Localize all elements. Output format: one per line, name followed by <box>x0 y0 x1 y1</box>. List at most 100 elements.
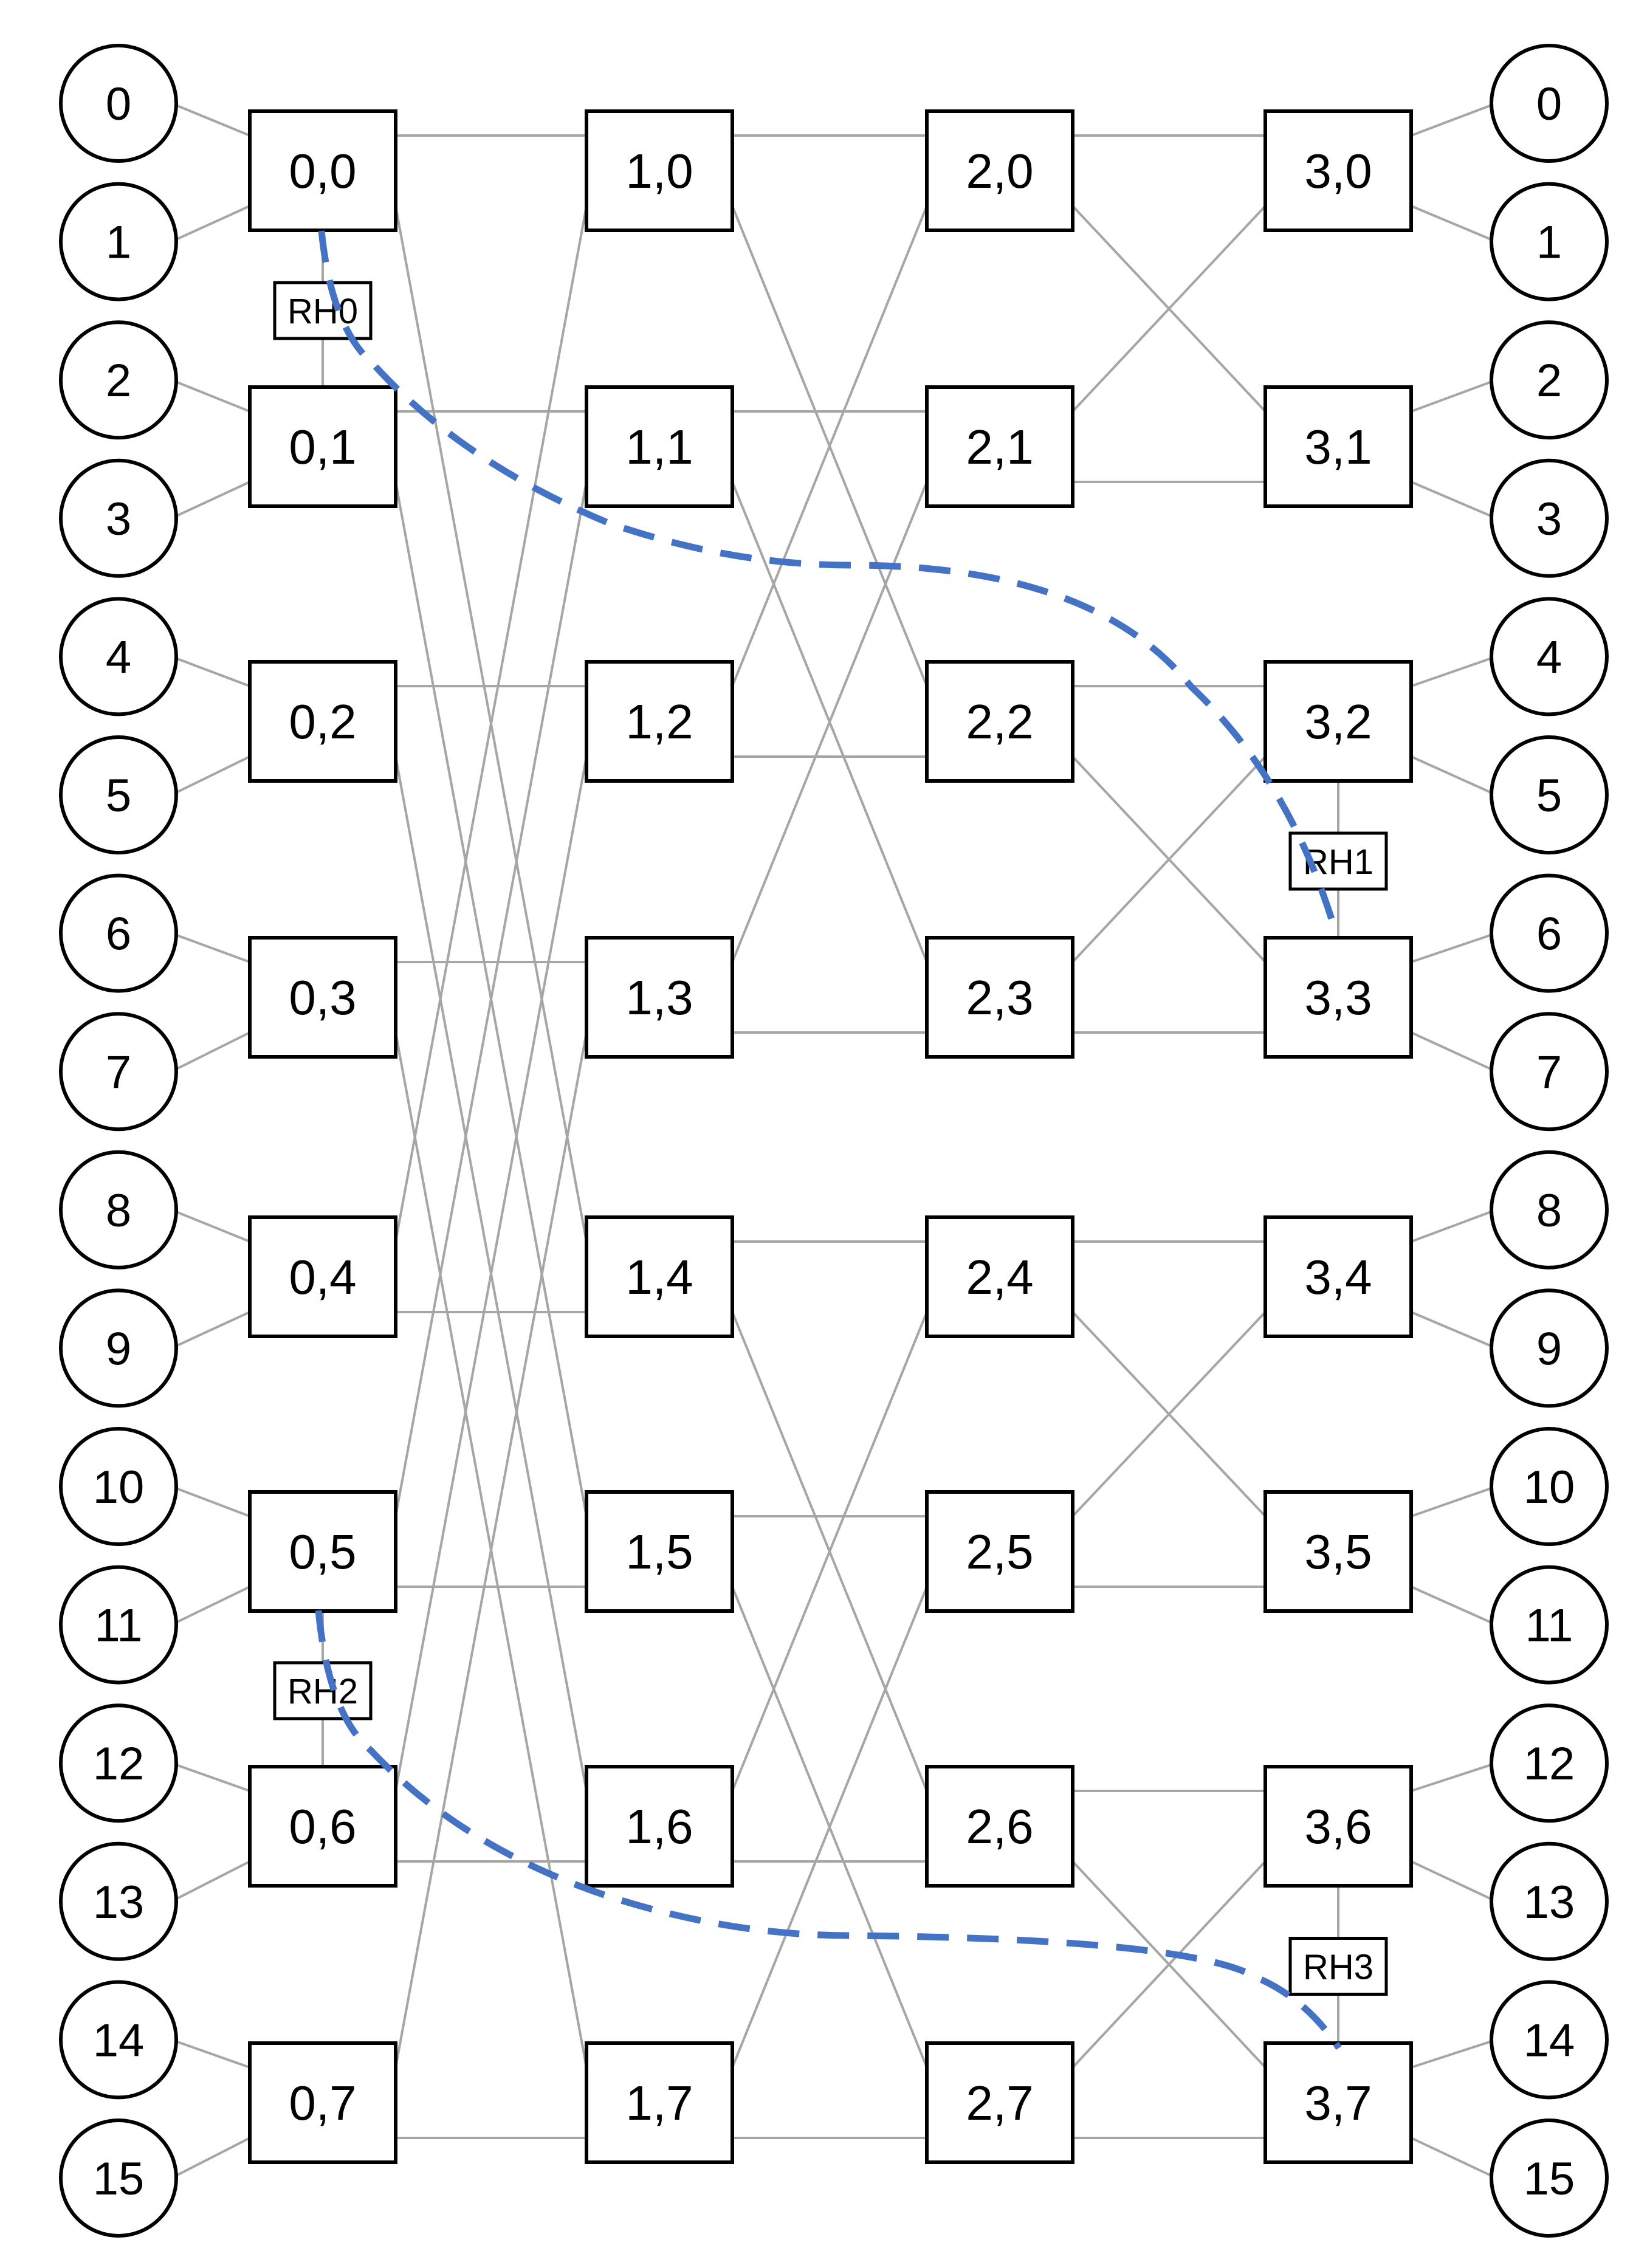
input-node-circle <box>59 735 178 854</box>
stage-link <box>1071 1860 1267 2069</box>
switch-node: 2,0 <box>925 109 1074 232</box>
input-node-label: 11 <box>95 1600 143 1652</box>
input-node-circle <box>59 1980 178 2100</box>
switch-node: 1,1 <box>585 385 734 508</box>
switch-label: 3,6 <box>1304 1799 1372 1854</box>
input-link <box>171 1031 250 1073</box>
output-link <box>1411 1311 1497 1350</box>
output-node: 12 <box>1490 1703 1609 1823</box>
switch-label: 3,7 <box>1304 2076 1372 2130</box>
switch-box <box>248 936 397 1059</box>
switch-node: 0,7 <box>248 2041 397 2164</box>
input-node-circle <box>59 597 178 716</box>
output-node: 1 <box>1490 182 1609 301</box>
switch-label: 1,0 <box>625 144 693 198</box>
switch-node: 2,4 <box>925 1215 1074 1338</box>
output-node-circle <box>1490 1288 1609 1408</box>
input-node: 14 <box>59 1980 178 2100</box>
output-node-circle <box>1490 1150 1609 1270</box>
input-link <box>171 655 250 687</box>
relay-hop: RH2 <box>273 1661 373 1720</box>
output-node: 8 <box>1490 1150 1609 1270</box>
switch-node: 1,3 <box>585 936 734 1059</box>
switch-label: 3,5 <box>1304 1525 1372 1579</box>
input-link <box>171 102 250 137</box>
output-node-label: 11 <box>1525 1600 1573 1652</box>
switch-label: 0,5 <box>289 1525 356 1579</box>
output-link <box>1411 379 1497 413</box>
input-node-circle <box>59 1841 178 1961</box>
output-node-label: 10 <box>1524 1462 1575 1513</box>
stage-link <box>394 205 588 1242</box>
input-node: 10 <box>59 1427 178 1546</box>
switch-label: 1,5 <box>625 1525 693 1579</box>
input-node-circle <box>59 1012 178 1132</box>
output-node-circle <box>1490 1841 1609 1961</box>
output-node: 3 <box>1490 458 1609 578</box>
relay-hop-label: RH2 <box>287 1672 358 1711</box>
input-link <box>171 1485 250 1517</box>
route-layer <box>315 230 1342 2050</box>
switch-node: 1,6 <box>585 1765 734 1888</box>
stage-link <box>731 1586 928 2068</box>
switch-node: 1,2 <box>585 660 734 783</box>
switch-node: 0,0 <box>248 109 397 232</box>
switch-node: 0,2 <box>248 660 397 783</box>
relay-hop: RH0 <box>273 281 373 340</box>
input-link <box>171 2038 250 2069</box>
output-link <box>1411 102 1497 137</box>
output-node-label: 2 <box>1536 355 1562 407</box>
switch-box <box>925 1490 1074 1613</box>
switch-label: 2,6 <box>966 1799 1033 1854</box>
switch-label: 0,6 <box>289 1799 356 1854</box>
switch-box <box>1263 1215 1413 1338</box>
switch-layer: 0,00,10,20,30,40,50,60,71,01,11,21,31,41… <box>248 109 1413 2164</box>
switch-box <box>1263 1765 1413 1888</box>
output-node-circle <box>1490 1012 1609 1132</box>
input-node-circle <box>59 320 178 440</box>
switch-label: 2,4 <box>966 1250 1033 1304</box>
input-node-circle <box>59 1427 178 1546</box>
output-node-circle <box>1490 1565 1609 1685</box>
switch-label: 3,1 <box>1304 420 1372 474</box>
output-node-label: 7 <box>1536 1046 1562 1098</box>
switch-node: 3,3 <box>1263 936 1413 1059</box>
switch-label: 3,4 <box>1304 1250 1372 1304</box>
input-node: 5 <box>59 735 178 854</box>
switch-box <box>585 2041 734 2164</box>
switch-node: 3,7 <box>1263 2041 1413 2164</box>
switch-label: 3,0 <box>1304 144 1372 198</box>
output-node: 15 <box>1490 2119 1609 2238</box>
switch-label: 1,3 <box>625 971 693 1025</box>
stage-link <box>1071 205 1267 413</box>
relay-hop: RH3 <box>1288 1937 1388 1996</box>
switch-label: 1,7 <box>625 2076 693 2130</box>
input-link <box>171 379 250 413</box>
input-node: 2 <box>59 320 178 440</box>
input-node-circle <box>59 1150 178 1270</box>
switch-box <box>585 936 734 1059</box>
output-node: 7 <box>1490 1012 1609 1132</box>
input-node-circle <box>59 44 178 163</box>
output-node-circle <box>1490 458 1609 578</box>
relay-hop-label: RH0 <box>287 292 358 331</box>
switch-label: 0,0 <box>289 144 356 198</box>
input-node: 6 <box>59 873 178 993</box>
switch-node: 3,0 <box>1263 109 1413 232</box>
input-link <box>171 932 250 963</box>
switch-node: 2,6 <box>925 1765 1074 1888</box>
output-node: 10 <box>1490 1427 1609 1546</box>
input-link <box>171 1311 250 1350</box>
stage-link <box>731 481 928 963</box>
switch-node: 0,5 <box>248 1490 397 1613</box>
output-node-label: 0 <box>1536 78 1562 130</box>
input-node-circle <box>59 873 178 993</box>
output-node-circle <box>1490 2119 1609 2238</box>
relay-hop: RH1 <box>1288 831 1388 891</box>
output-link <box>1411 2038 1497 2069</box>
switch-label: 0,7 <box>289 2076 356 2130</box>
output-link <box>1411 1762 1497 1792</box>
output-node-label: 4 <box>1536 631 1562 683</box>
switch-node: 3,6 <box>1263 1765 1413 1888</box>
